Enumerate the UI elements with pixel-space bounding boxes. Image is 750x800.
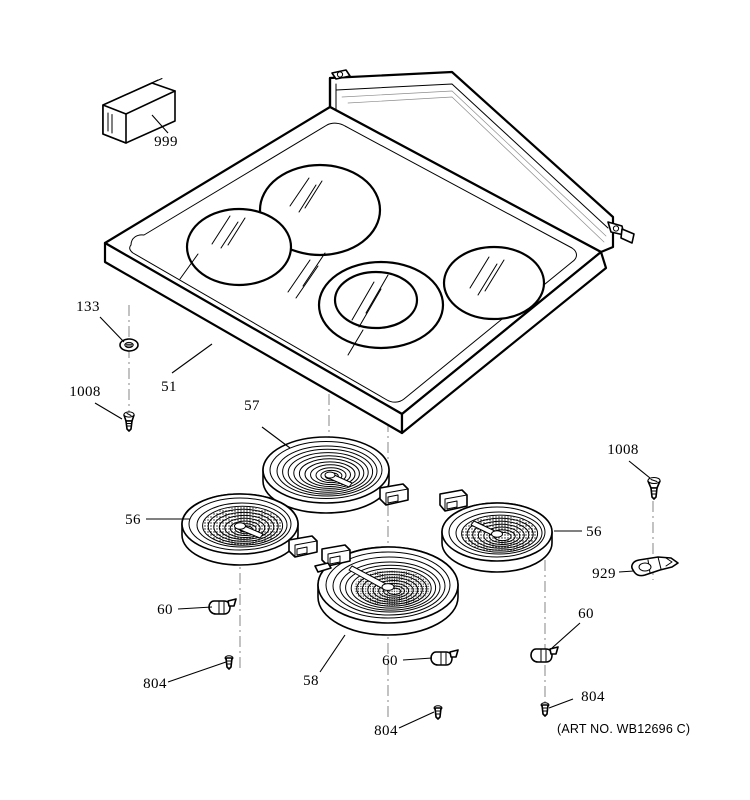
- part-51-cooktop-panel: [103, 69, 635, 435]
- callout-1008-right: 1008: [607, 442, 639, 458]
- callout-60-right: 60: [578, 606, 594, 622]
- callout-804-right: 804: [581, 689, 605, 705]
- callout-56-right: 56: [586, 524, 602, 540]
- callout-57: 57: [244, 398, 260, 414]
- part-56-heating-element-right: [439, 489, 553, 573]
- part-133-washer: [119, 338, 139, 352]
- part-60-spring-clip-center: [430, 649, 459, 666]
- burner-zone-rear-right: [442, 245, 546, 321]
- part-56-heating-element-left: [181, 493, 318, 566]
- callout-999: 999: [154, 134, 178, 150]
- part-804-screw-left: [224, 655, 234, 670]
- part-804-screw-right: [540, 702, 550, 717]
- burner-zone-front-left: [185, 207, 293, 287]
- callout-929: 929: [592, 566, 616, 582]
- burner-zone-rear-left: [258, 163, 382, 257]
- part-999-carton-box: [102, 78, 176, 144]
- hinge-tab-right: [607, 221, 635, 244]
- callout-804-left: 804: [143, 676, 167, 692]
- part-804-screw-center: [433, 705, 443, 720]
- callout-60-left: 60: [157, 602, 173, 618]
- glass-highlight-lines: [179, 177, 505, 356]
- part-60-spring-clip-left: [208, 598, 237, 615]
- part-1008-screw-left: [123, 411, 135, 432]
- leader-lines: [94, 114, 651, 729]
- part-57-heating-element: [262, 436, 409, 514]
- part-1008-screw-right: [647, 477, 661, 500]
- art-number-label: (ART NO. WB12696 C): [557, 722, 690, 736]
- callout-133: 133: [76, 299, 100, 315]
- part-58-heating-element-large: [314, 544, 459, 636]
- callout-51: 51: [161, 379, 177, 395]
- burner-zone-front-center-inner: [333, 270, 419, 330]
- hinge-tab-left: [331, 69, 351, 80]
- callout-60-center: 60: [382, 653, 398, 669]
- callout-804-center: 804: [374, 723, 398, 739]
- part-60-spring-clip-right: [530, 646, 559, 663]
- part-929-bracket-clip: [631, 556, 679, 577]
- callout-1008-left: 1008: [69, 384, 101, 400]
- callout-56-left: 56: [125, 512, 141, 528]
- callout-58: 58: [303, 673, 319, 689]
